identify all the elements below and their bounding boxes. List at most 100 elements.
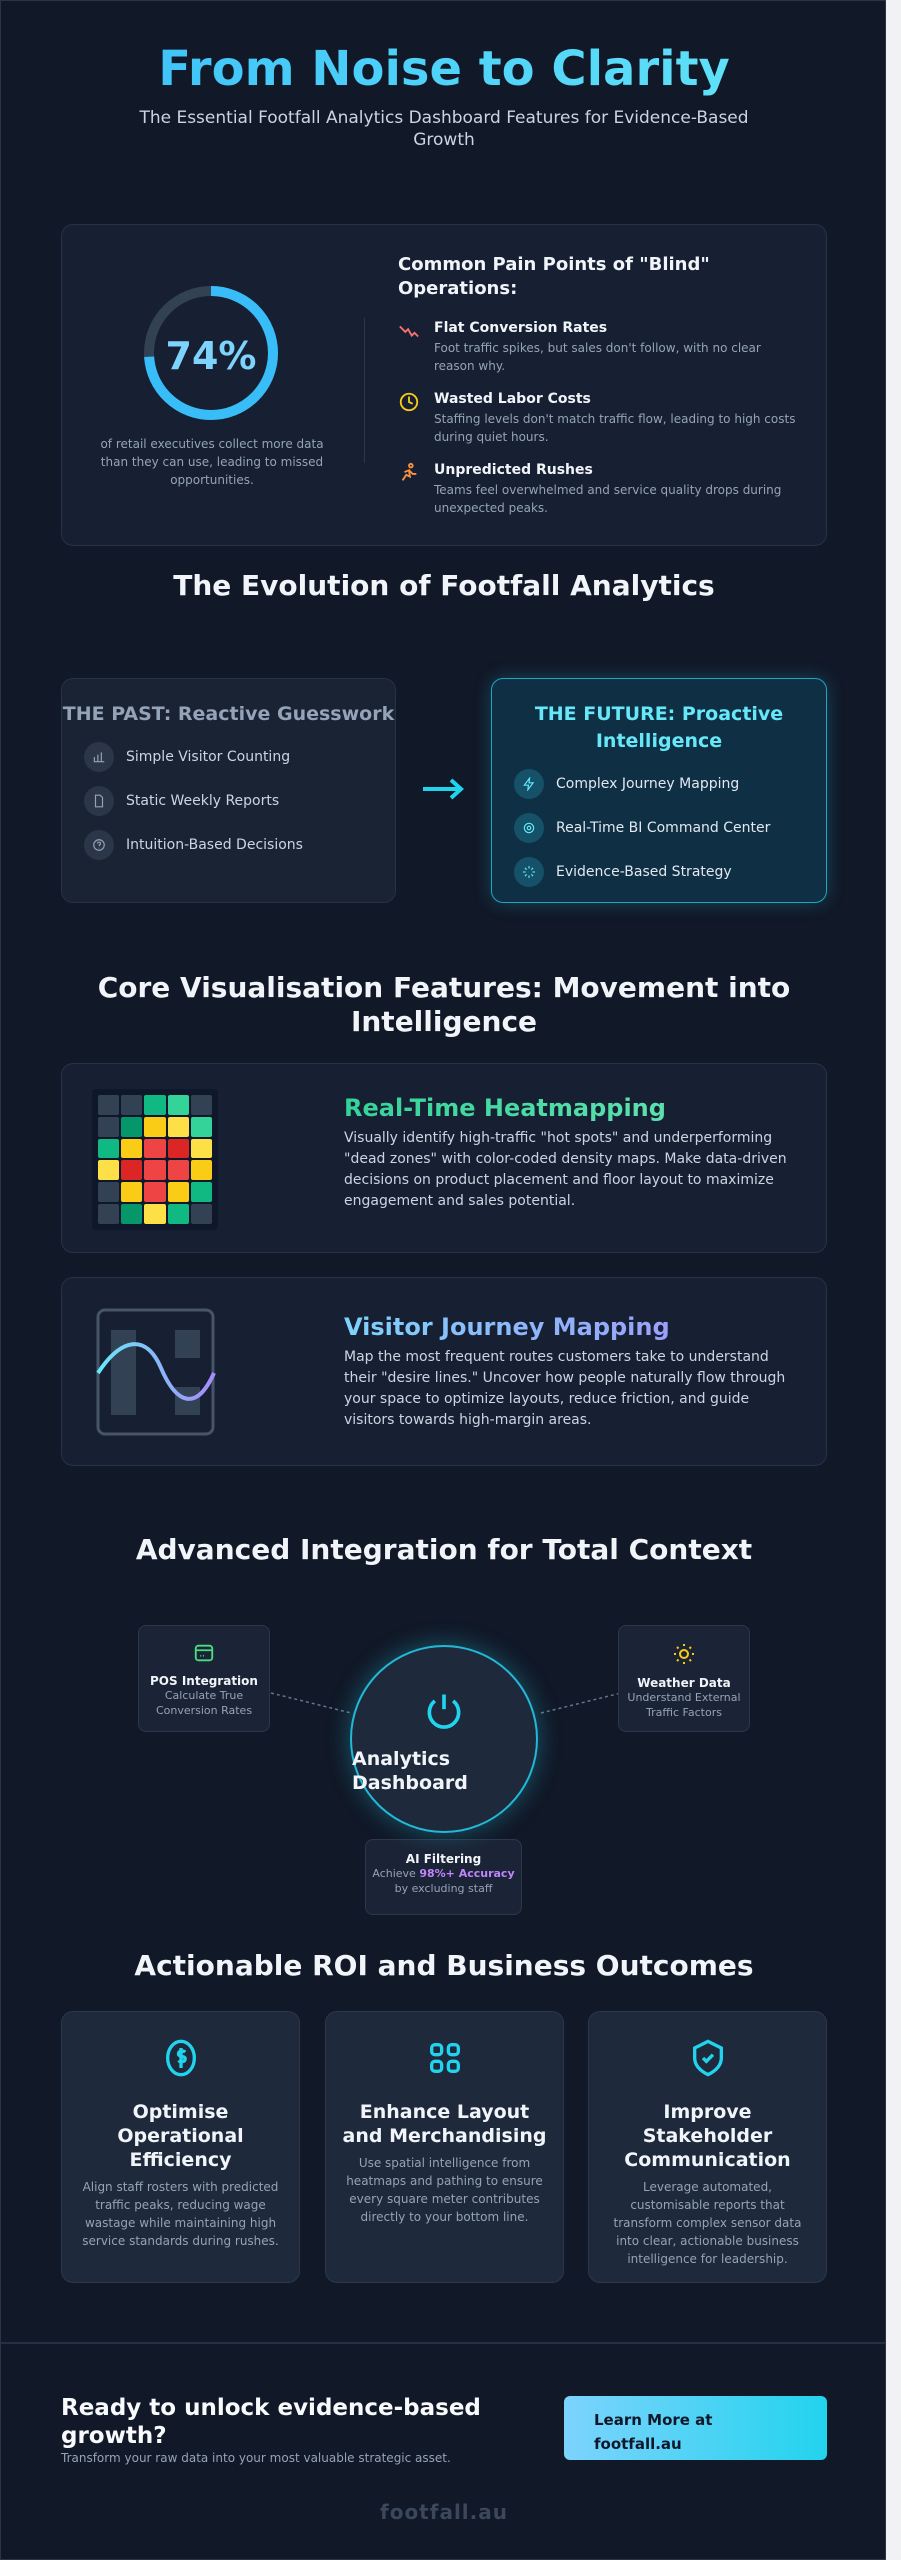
heatmap-cell [167,1182,189,1203]
heatmap-cell [144,1182,166,1203]
pain-item-title: Flat Conversion Rates [434,320,608,336]
past-card: THE PAST: Reactive Guesswork Simple Visi… [61,678,396,903]
clock-icon [399,392,419,412]
past-item-label: Static Weekly Reports [126,793,280,809]
pain-item-desc: Teams feel overwhelmed and service quali… [434,483,782,515]
stat-donut [144,286,278,420]
future-item-label: Evidence-Based Strategy [556,864,732,880]
grid-icon [429,2042,460,2073]
roi-desc: Leverage automated, customisable reports… [613,2180,802,2266]
heatmap-cell [98,1095,120,1115]
future-item-label: Real-Time BI Command Center [556,820,771,836]
pos-integration-card: POS Integration Calculate True Conversio… [138,1625,270,1732]
heatmap-cell [167,1204,189,1224]
ai-title: AI Filtering [405,1852,482,1866]
ai-desc-post: by excluding staff [394,1882,493,1895]
roi-title: Optimise Operational Efficiency [117,2101,244,2171]
section-title-evolution: The Evolution of Footfall Analytics [173,569,715,602]
future-card: THE FUTURE: Proactive Intelligence Compl… [491,678,827,903]
heatmap-cell [144,1095,166,1115]
power-icon [427,1694,461,1729]
heatmap-cell [98,1204,120,1224]
heatmap-grid [92,1089,218,1230]
roi-desc: Align staff rosters with predicted traff… [82,2180,279,2248]
page-subtitle: The Essential Footfall Analytics Dashboa… [139,108,749,150]
heatmap-cell [98,1116,120,1137]
heatmap-cell [121,1138,143,1159]
heatmap-cell [98,1160,120,1181]
weather-title: Weather Data [637,1676,731,1690]
past-item: Static Weekly Reports [84,786,395,816]
trending-down-icon [399,325,419,338]
roi-card: Optimise Operational Efficiency Align st… [61,2011,300,2283]
bar-chart-icon [84,742,114,772]
credit-card-icon [194,1644,214,1662]
heatmap-card: Real-Time Heatmapping Visually identify … [61,1063,827,1253]
question-icon [84,830,114,860]
footer-brand[interactable]: footfall.au [380,2500,508,2524]
journey-desc: Map the most frequent routes customers t… [344,1349,786,1428]
pain-item-title: Unpredicted Rushes [434,462,593,478]
weather-desc: Understand External Traffic Factors [627,1691,741,1719]
roi-desc: Use spatial intelligence from heatmaps a… [346,2156,543,2224]
learn-more-button[interactable]: Learn More at footfall.au [564,2396,827,2460]
section-title-features: Core Visualisation Features: Movement in… [97,971,791,1038]
future-item: Real-Time BI Command Center [514,813,826,843]
heatmap-cell [190,1095,212,1115]
cta-subtitle: Transform your raw data into your most v… [61,2451,451,2465]
pos-desc: Calculate True Conversion Rates [155,1689,253,1717]
heatmap-cell [190,1138,212,1159]
heatmap-cell [144,1116,166,1137]
stat-value: 74% [165,334,257,378]
dollar-coin-icon [165,2039,196,2077]
heatmap-cell [121,1116,143,1137]
heatmap-cell [121,1095,143,1115]
cta-title: Ready to unlock evidence-based growth? [61,2395,481,2449]
journey-card: Visitor Journey Mapping Map the most fre… [61,1277,827,1466]
heatmap-cell [190,1160,212,1181]
roi-card: Enhance Layout and Merchandising Use spa… [325,2011,564,2283]
document-icon [84,786,114,816]
heatmap-cell [190,1116,212,1137]
analytics-dashboard-hub: Analytics Dashboard [350,1645,538,1833]
section-title-integration: Advanced Integration for Total Context [135,1533,753,1566]
pain-heading: Common Pain Points of "Blind" Operations… [398,254,710,299]
weather-data-card: Weather Data Understand External Traffic… [618,1625,750,1732]
heatmap-cell [121,1182,143,1203]
roi-title: Improve Stakeholder Communication [624,2101,791,2171]
past-item: Simple Visitor Counting [84,742,395,772]
pain-item: Unpredicted Rushes Teams feel overwhelme… [398,462,798,517]
heatmap-desc: Visually identify high-traffic "hot spot… [344,1130,787,1209]
future-item-label: Complex Journey Mapping [556,776,740,792]
heatmap-cell [144,1204,166,1224]
divider [364,318,365,463]
eye-icon [514,813,544,843]
heatmap-cell [167,1138,189,1159]
shield-check-icon [692,2039,723,2077]
past-title: THE PAST: Reactive Guesswork [62,703,395,725]
heatmap-cell [167,1095,189,1115]
heatmap-cell [144,1138,166,1159]
past-item-label: Intuition-Based Decisions [126,837,303,853]
pain-item-desc: Staffing levels don't match traffic flow… [434,412,796,444]
hub-label: Analytics Dashboard [352,1748,468,1794]
sun-icon [674,1644,694,1664]
heatmap-cell [190,1204,212,1224]
ai-filtering-card: AI Filtering Achieve 98%+ Accuracy by ex… [365,1839,522,1915]
pain-points-card: 74% of retail executives collect more da… [61,224,827,546]
heatmap-cell [190,1182,212,1203]
page-title: From Noise to Clarity [1,41,885,97]
future-item: Complex Journey Mapping [514,769,826,799]
pain-item: Wasted Labor Costs Staffing levels don't… [398,391,798,446]
journey-title: Visitor Journey Mapping [344,1313,804,1341]
pain-item-desc: Foot traffic spikes, but sales don't fol… [434,341,761,373]
heatmap-title: Real-Time Heatmapping [344,1094,804,1122]
journey-path-illustration [96,1308,216,1436]
footer-divider [1,2342,885,2344]
loader-icon [514,857,544,887]
running-person-icon [401,462,417,481]
connector-lines [270,1692,622,1714]
ai-desc-pre: Achieve [372,1867,420,1880]
future-title: THE FUTURE: Proactive Intelligence [534,703,784,752]
heatmap-cell [98,1138,120,1159]
